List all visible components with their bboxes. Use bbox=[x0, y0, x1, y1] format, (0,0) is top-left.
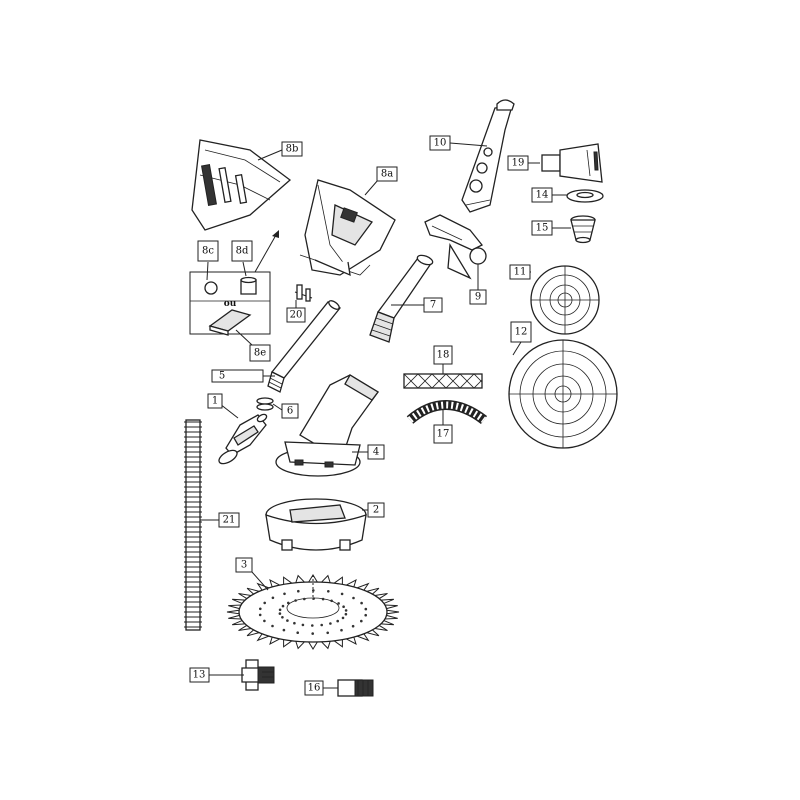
label-13: 13 bbox=[189, 667, 210, 683]
label-7: 7 bbox=[423, 297, 443, 313]
label-8c-text: 8c bbox=[202, 246, 214, 257]
label-8d: 8d bbox=[231, 240, 253, 262]
label-1: 1 bbox=[207, 393, 223, 409]
label-8a-text: 8a bbox=[381, 169, 393, 180]
kit-arrow bbox=[254, 230, 279, 273]
leader-lines bbox=[200, 142, 571, 689]
part-9-drawing bbox=[424, 214, 487, 280]
label-4-text: 4 bbox=[373, 447, 379, 458]
label-17: 17 bbox=[433, 424, 453, 444]
part-16-drawing bbox=[337, 679, 374, 697]
label-11: 11 bbox=[509, 264, 531, 280]
label-12-text: 12 bbox=[515, 327, 528, 338]
label-10-text: 10 bbox=[434, 138, 447, 149]
part-2-drawing bbox=[265, 498, 367, 551]
label-21-text: 21 bbox=[223, 515, 236, 526]
label-1-text: 1 bbox=[212, 396, 218, 407]
label-6: 6 bbox=[281, 403, 299, 419]
part-7-drawing bbox=[369, 254, 434, 343]
label-10: 10 bbox=[429, 135, 451, 151]
label-2-text: 2 bbox=[373, 505, 379, 516]
label-19-text: 19 bbox=[512, 158, 525, 169]
part-10-drawing bbox=[461, 99, 515, 213]
label-12: 12 bbox=[510, 321, 532, 343]
part-8a-drawing bbox=[299, 179, 396, 277]
label-15-text: 15 bbox=[536, 223, 549, 234]
kit-choice-text: ou bbox=[224, 299, 237, 309]
label-8d-text: 8d bbox=[236, 246, 249, 257]
part-15-drawing bbox=[570, 215, 596, 244]
part-4-drawing bbox=[275, 374, 379, 477]
label-16: 16 bbox=[304, 680, 324, 696]
part-1-drawing bbox=[218, 413, 268, 465]
label-3: 3 bbox=[235, 557, 253, 573]
kit-box-drawing: ou bbox=[189, 271, 271, 336]
part-8b-drawing bbox=[191, 139, 292, 231]
label-15: 15 bbox=[531, 220, 553, 236]
part-5-drawing bbox=[267, 300, 342, 393]
label-8a: 8a bbox=[376, 166, 398, 182]
label-7-text: 7 bbox=[430, 300, 436, 311]
label-8e: 8e bbox=[249, 344, 271, 362]
label-8c: 8c bbox=[197, 240, 219, 262]
label-18: 18 bbox=[433, 345, 453, 365]
label-13-text: 13 bbox=[193, 670, 206, 681]
label-18-text: 18 bbox=[437, 350, 450, 361]
part-13-drawing bbox=[241, 659, 275, 691]
label-20-text: 20 bbox=[290, 310, 303, 321]
part-21-drawing bbox=[184, 419, 202, 631]
label-21: 21 bbox=[218, 512, 240, 528]
label-20: 20 bbox=[286, 307, 306, 323]
label-2: 2 bbox=[367, 502, 385, 518]
label-14-text: 14 bbox=[536, 190, 549, 201]
label-19: 19 bbox=[507, 155, 529, 171]
part-14-drawing bbox=[566, 189, 604, 203]
part-20-drawing bbox=[294, 284, 313, 302]
label-8b: 8b bbox=[281, 141, 303, 157]
label-8b-text: 8b bbox=[286, 144, 299, 155]
part-11-drawing bbox=[530, 265, 600, 335]
label-4: 4 bbox=[367, 444, 385, 460]
label-11-text: 11 bbox=[514, 267, 527, 278]
label-14: 14 bbox=[531, 187, 553, 203]
part-18-drawing bbox=[403, 373, 483, 389]
label-9-text: 9 bbox=[475, 292, 481, 303]
part-3-drawing bbox=[226, 574, 400, 650]
label-5-text: 5 bbox=[219, 371, 225, 382]
label-9: 9 bbox=[469, 289, 487, 305]
label-17-text: 17 bbox=[437, 429, 450, 440]
label-5: 5 bbox=[211, 369, 264, 383]
label-8e-text: 8e bbox=[254, 348, 266, 359]
part-17-drawing bbox=[406, 400, 488, 425]
part-19-drawing bbox=[541, 143, 603, 183]
part-12-drawing bbox=[508, 339, 618, 449]
label-3-text: 3 bbox=[241, 560, 247, 571]
label-6-text: 6 bbox=[287, 406, 293, 417]
part-6-drawing bbox=[256, 397, 274, 411]
label-16-text: 16 bbox=[308, 683, 321, 694]
